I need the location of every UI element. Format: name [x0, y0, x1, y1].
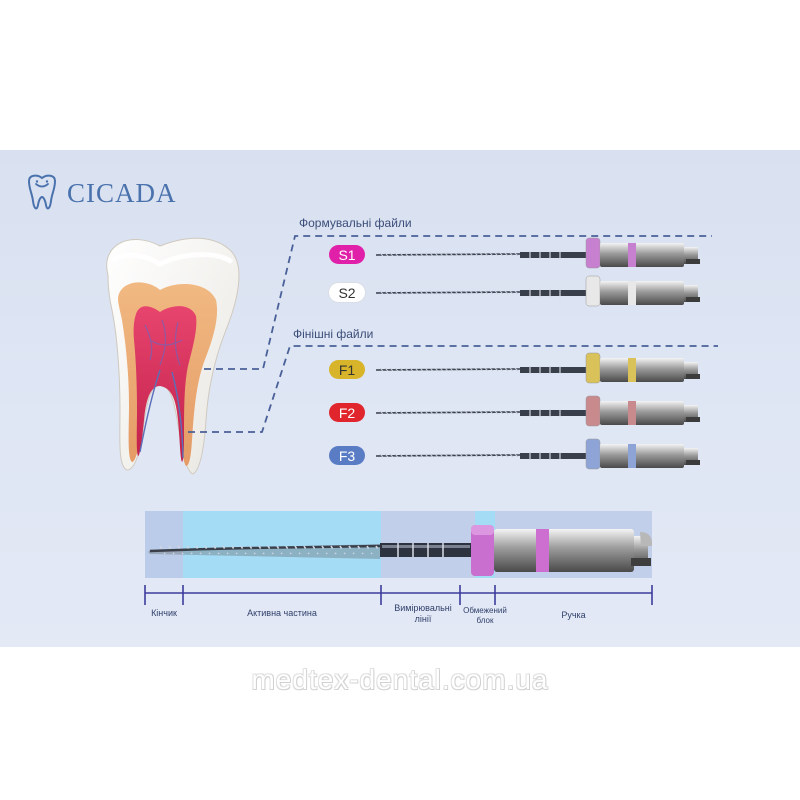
leader-lines: [188, 235, 718, 433]
handle-label: Ручка: [561, 610, 586, 620]
badge-f1: F1: [329, 360, 365, 379]
badge-f3: F3: [329, 446, 365, 465]
anatomy-diagram: [144, 511, 653, 605]
stop-block-label: Обмежений блок: [463, 606, 507, 625]
file-f1: [375, 352, 700, 384]
tip-label: Кінчик: [151, 608, 177, 618]
badge-f2: F2: [329, 403, 365, 422]
file-f2: [375, 395, 700, 427]
tooth-illustration: [106, 237, 240, 475]
brand-name: CICADA: [67, 177, 177, 208]
brand-logo: CICADA: [25, 173, 177, 213]
watermark: medtex-dental.com.ua: [251, 664, 549, 695]
file-f3: [375, 438, 700, 470]
stop-ring: [471, 525, 494, 576]
file-s1: [375, 237, 700, 269]
file-s2: [375, 275, 700, 307]
badge-s2: S2: [329, 283, 365, 302]
finishing-files-label: Фінішні файли: [293, 327, 374, 341]
active-part-label: Активна частина: [247, 608, 317, 618]
badge-s1: S1: [329, 245, 365, 264]
tooth-smile-icon: [27, 174, 57, 210]
active-zone: [183, 511, 381, 578]
shaping-files-label: Формувальні файли: [299, 216, 412, 230]
measuring-lines-label: Вимірювальні лінії: [394, 603, 452, 624]
tip-zone: [145, 511, 183, 578]
file-rows: [375, 237, 700, 470]
